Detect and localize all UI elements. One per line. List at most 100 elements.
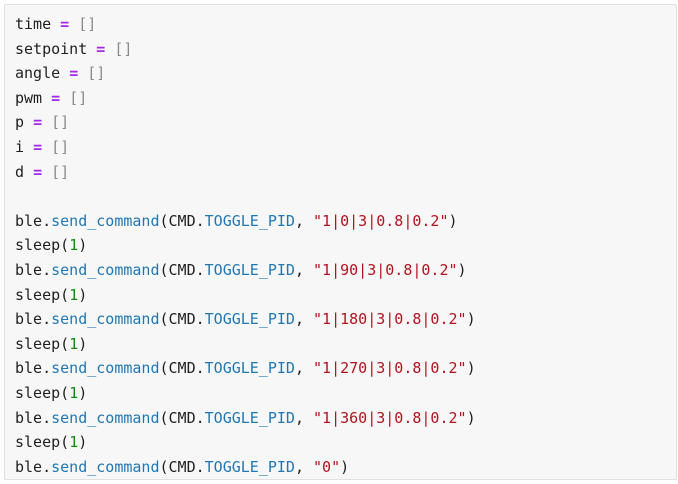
code-token-br: [] <box>114 39 133 58</box>
code-line: time = [] <box>15 12 476 37</box>
code-token-plain: ) <box>448 211 458 230</box>
code-token-var: pwm <box>15 88 43 107</box>
code-token-str: "1|270|3|0.8|0.2" <box>313 359 467 378</box>
code-cell[interactable]: time = []setpoint = []angle = []pwm = []… <box>4 4 677 480</box>
code-token-op: = <box>96 39 106 58</box>
code-token-plain <box>24 138 33 156</box>
code-line: angle = [] <box>15 61 476 86</box>
code-token-plain: sleep( <box>15 383 70 402</box>
code-token-op: = <box>33 162 43 181</box>
code-token-op: = <box>33 137 43 156</box>
code-token-plain: (CMD. <box>159 211 205 230</box>
code-token-plain: ble. <box>15 408 52 427</box>
code-token-plain: , <box>294 211 314 230</box>
code-block[interactable]: time = []setpoint = []angle = []pwm = []… <box>15 12 476 479</box>
code-line: sleep(1) <box>15 430 476 455</box>
code-token-plain: ble. <box>15 359 52 378</box>
code-token-plain <box>78 64 87 82</box>
code-token-plain <box>105 40 114 58</box>
code-token-plain: ble. <box>15 260 52 279</box>
code-line <box>15 184 476 209</box>
code-token-plain: (CMD. <box>159 457 205 476</box>
code-line: sleep(1) <box>15 283 476 308</box>
code-token-br: [] <box>51 162 70 181</box>
code-token-op: = <box>69 64 79 83</box>
code-token-br: [] <box>51 113 70 132</box>
code-token-plain <box>42 138 51 156</box>
code-token-var: i <box>15 137 25 156</box>
code-token-plain: ) <box>457 260 467 279</box>
code-token-num: 1 <box>69 334 79 353</box>
code-token-var: p <box>15 113 25 132</box>
code-token-plain: sleep( <box>15 285 70 304</box>
code-token-fn: send_command <box>51 359 160 378</box>
code-line: p = [] <box>15 110 476 135</box>
code-token-str: "1|90|3|0.8|0.2" <box>313 260 458 279</box>
code-token-plain <box>24 163 33 181</box>
code-token-plain: sleep( <box>15 433 70 452</box>
code-token-num: 1 <box>69 236 79 255</box>
code-token-fn: send_command <box>51 211 160 230</box>
code-token-plain <box>60 64 69 82</box>
code-token-plain: , <box>294 260 314 279</box>
code-token-fn: TOGGLE_PID <box>204 310 295 329</box>
code-token-fn: TOGGLE_PID <box>204 260 295 279</box>
code-line: ble.send_command(CMD.TOGGLE_PID, "1|270|… <box>15 356 476 381</box>
code-token-op: = <box>33 113 43 132</box>
code-token-plain: ) <box>78 236 88 255</box>
code-line: sleep(1) <box>15 332 476 357</box>
code-token-plain: ) <box>340 457 350 476</box>
code-token-fn: send_command <box>51 260 160 279</box>
code-line: sleep(1) <box>15 233 476 258</box>
code-token-plain: ble. <box>15 211 52 230</box>
code-token-plain: ) <box>466 359 476 378</box>
code-token-fn: send_command <box>51 310 160 329</box>
code-token-plain: (CMD. <box>159 310 205 329</box>
code-token-br: [] <box>78 15 97 33</box>
code-token-plain: ) <box>78 285 88 304</box>
code-token-var: d <box>15 162 25 181</box>
code-token-plain: (CMD. <box>159 260 205 279</box>
code-token-plain <box>42 89 51 107</box>
code-line: ble.send_command(CMD.TOGGLE_PID, "1|180|… <box>15 307 476 332</box>
code-line: d = [] <box>15 160 476 185</box>
code-token-plain: ) <box>78 383 88 402</box>
code-token-plain: (CMD. <box>159 359 205 378</box>
code-line: ble.send_command(CMD.TOGGLE_PID, "1|90|3… <box>15 258 476 283</box>
code-token-br: [] <box>51 137 70 156</box>
code-token-br: [] <box>69 88 88 107</box>
code-line: ble.send_command(CMD.TOGGLE_PID, "1|0|3|… <box>15 209 476 234</box>
code-line: sleep(1) <box>15 381 476 406</box>
code-token-plain <box>42 163 51 181</box>
code-token-var: time <box>15 15 52 33</box>
code-token-plain: ble. <box>15 457 52 476</box>
code-token-plain <box>69 15 78 33</box>
code-token-fn: TOGGLE_PID <box>204 457 295 476</box>
code-token-plain: ble. <box>15 310 52 329</box>
code-token-plain: sleep( <box>15 236 70 255</box>
code-token-plain: sleep( <box>15 334 70 353</box>
code-token-num: 1 <box>69 285 79 304</box>
code-token-str: "1|0|3|0.8|0.2" <box>313 211 449 230</box>
code-token-plain: , <box>294 457 314 476</box>
code-token-plain: , <box>294 408 314 427</box>
code-token-fn: send_command <box>51 408 160 427</box>
code-token-plain <box>60 89 69 107</box>
code-token-str: "1|180|3|0.8|0.2" <box>313 310 467 329</box>
code-token-plain: ) <box>78 334 88 353</box>
code-token-num: 1 <box>69 383 79 402</box>
code-token-plain <box>24 113 33 131</box>
code-token-num: 1 <box>69 433 79 452</box>
code-line: ble.send_command(CMD.TOGGLE_PID, "1|360|… <box>15 406 476 431</box>
code-token-plain <box>87 40 96 58</box>
code-line: ble.send_command(CMD.TOGGLE_PID, "0") <box>15 455 476 480</box>
code-line: i = [] <box>15 135 476 160</box>
code-token-op: = <box>60 15 70 33</box>
code-token-str: "1|360|3|0.8|0.2" <box>313 408 467 427</box>
code-token-plain: , <box>294 359 314 378</box>
code-token-var: angle <box>15 64 61 83</box>
code-token-plain: ) <box>466 408 476 427</box>
code-token-plain: , <box>294 310 314 329</box>
code-token-plain: (CMD. <box>159 408 205 427</box>
code-token-op: = <box>51 88 61 107</box>
